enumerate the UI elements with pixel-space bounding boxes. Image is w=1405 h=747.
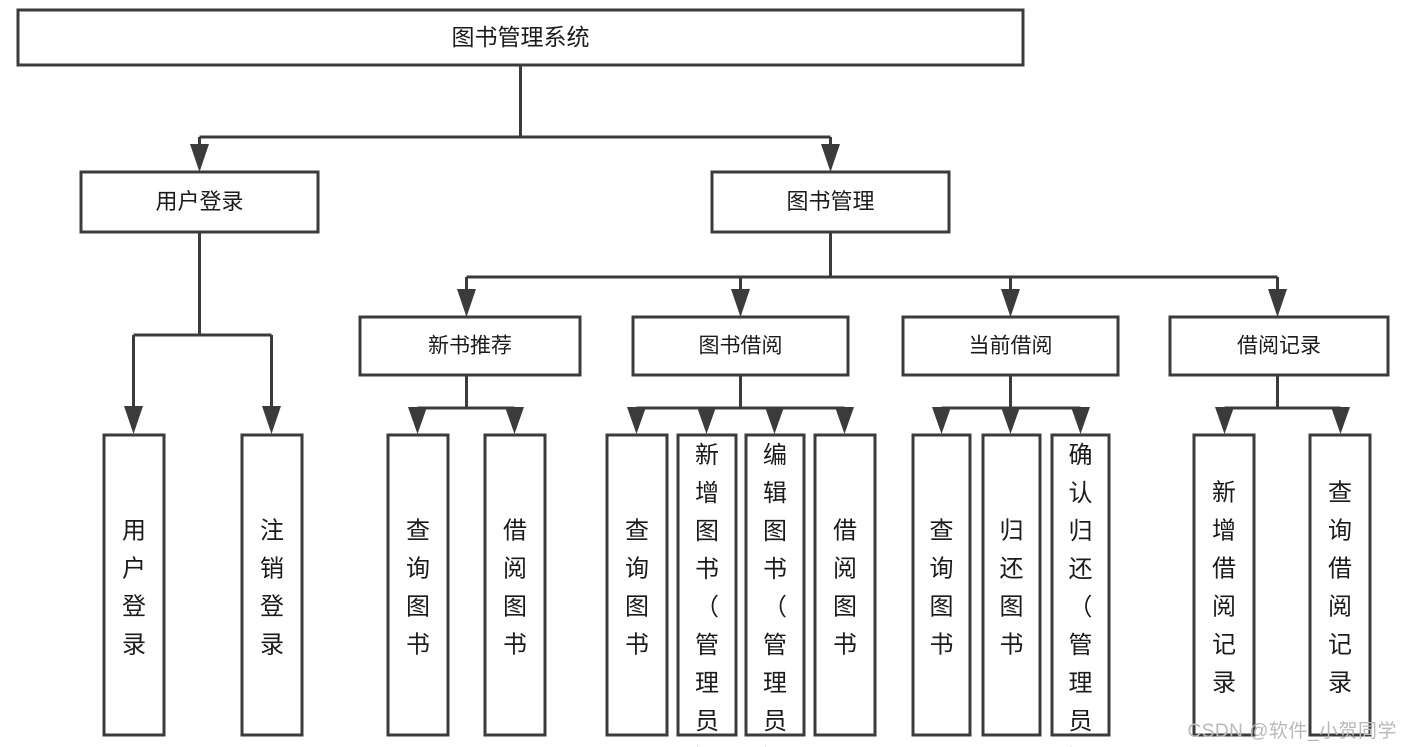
leaf-borrow-book-rec-box[interactable] xyxy=(483,433,547,737)
arrow-icon-leaf-query-book-cur xyxy=(932,407,951,434)
leaf-user-login-label: 用户登录 xyxy=(122,518,146,659)
leaf-edit-book-admin-label: 编辑图书（管理员） xyxy=(763,442,787,747)
arrow-icon-leaf-logout-login xyxy=(262,406,281,434)
leaf-borrow-book-bor-box[interactable] xyxy=(813,433,877,737)
arrow-icon-leaf-borrow-book-rec xyxy=(505,407,524,434)
leaf-return-book-box[interactable] xyxy=(981,433,1042,737)
arrow-icon-leaf-edit-book-admin xyxy=(765,407,784,434)
arrow-icon-user-login xyxy=(190,144,209,172)
connector-current-borrow-to-leaves xyxy=(932,375,1090,434)
arrow-icon-leaf-return-book xyxy=(1001,407,1020,434)
leaf-query-book-bor-label: 查询图书 xyxy=(625,518,649,659)
leaf-confirm-return-label: 确认归还（管理员） xyxy=(1069,442,1093,747)
node-book-manage-box[interactable] xyxy=(710,170,951,234)
leaf-edit-book-admin-box[interactable] xyxy=(744,433,806,737)
node-new-book-rec[interactable]: 新书推荐 xyxy=(358,315,582,377)
node-current-borrow-label: 当前借阅 xyxy=(969,335,1053,358)
leaf-query-book-rec-label: 查询图书 xyxy=(406,518,430,659)
node-root-box[interactable] xyxy=(16,8,1025,67)
leaf-query-book-rec-box[interactable] xyxy=(386,433,450,737)
leaf-borrow-book-bor-label: 借阅图书 xyxy=(833,518,857,659)
leaf-borrow-book-bor[interactable]: 借阅图书 xyxy=(813,433,877,737)
arrow-icon-borrow-record xyxy=(1268,289,1287,317)
leaf-add-book-admin-box[interactable] xyxy=(676,433,738,737)
connector-new-book-rec-to-leaves xyxy=(408,375,524,434)
leaf-query-borrow-rec-box[interactable] xyxy=(1308,433,1372,737)
leaf-query-borrow-rec[interactable]: 查询借阅记录 xyxy=(1308,433,1372,737)
connector-user-login-to-leaves xyxy=(124,232,281,434)
node-borrow-record-box[interactable] xyxy=(1168,315,1390,377)
leaf-query-book-bor[interactable]: 查询图书 xyxy=(605,433,669,737)
leaf-logout-login-box[interactable] xyxy=(240,433,304,737)
arrow-icon-book-borrow xyxy=(731,289,750,317)
leaf-query-book-rec[interactable]: 查询图书 xyxy=(386,433,450,737)
connector-book-borrow-to-leaves xyxy=(627,375,854,434)
leaf-add-book-admin-label: 新增图书（管理员） xyxy=(695,442,719,747)
node-borrow-record[interactable]: 借阅记录 xyxy=(1168,315,1390,377)
connector-book-manage-to-level2 xyxy=(457,232,1287,317)
connector-borrow-record-to-leaves xyxy=(1215,375,1350,434)
arrow-icon-current-borrow xyxy=(1001,289,1020,317)
leaf-logout-login[interactable]: 注销登录 xyxy=(240,433,304,737)
node-borrow-record-label: 借阅记录 xyxy=(1237,335,1321,358)
node-book-borrow-label: 图书借阅 xyxy=(699,335,783,358)
node-user-login-box[interactable] xyxy=(79,170,320,234)
arrow-icon-book-manage xyxy=(821,144,840,172)
arrow-icon-leaf-add-borrow-record xyxy=(1215,407,1234,434)
node-book-borrow[interactable]: 图书借阅 xyxy=(631,315,850,377)
node-user-login-label: 用户登录 xyxy=(155,189,243,214)
leaf-query-book-bor-box[interactable] xyxy=(605,433,669,737)
node-new-book-rec-label: 新书推荐 xyxy=(428,335,512,358)
arrow-icon-leaf-borrow-book-bor xyxy=(835,407,854,434)
leaf-user-login[interactable]: 用户登录 xyxy=(102,433,166,737)
node-book-manage[interactable]: 图书管理 xyxy=(710,170,951,234)
leaf-query-book-cur-label: 查询图书 xyxy=(930,518,954,659)
leaf-query-book-cur-box[interactable] xyxy=(911,433,972,737)
leaf-add-borrow-record-label: 新增借阅记录 xyxy=(1212,480,1236,697)
node-root-label: 图书管理系统 xyxy=(452,24,590,50)
leaf-return-book-label: 归还图书 xyxy=(1000,518,1024,659)
leaf-add-book-admin[interactable]: 新增图书（管理员） xyxy=(676,433,738,747)
node-user-login[interactable]: 用户登录 xyxy=(79,170,320,234)
leaf-add-borrow-record[interactable]: 新增借阅记录 xyxy=(1192,433,1256,737)
leaf-add-borrow-record-box[interactable] xyxy=(1192,433,1256,737)
node-current-borrow-box[interactable] xyxy=(901,315,1120,377)
leaf-logout-login-label: 注销登录 xyxy=(260,518,284,659)
node-book-borrow-box[interactable] xyxy=(631,315,850,377)
arrow-icon-leaf-confirm-return xyxy=(1071,407,1090,434)
leaf-confirm-return[interactable]: 确认归还（管理员） xyxy=(1050,433,1111,747)
leaf-query-borrow-rec-label: 查询借阅记录 xyxy=(1328,480,1352,697)
leaf-confirm-return-box[interactable] xyxy=(1050,433,1111,737)
leaf-borrow-book-rec-label: 借阅图书 xyxy=(503,518,527,659)
node-current-borrow[interactable]: 当前借阅 xyxy=(901,315,1120,377)
node-root-system[interactable]: 图书管理系统 xyxy=(16,8,1025,67)
node-new-book-rec-box[interactable] xyxy=(358,315,582,377)
arrow-icon-leaf-query-borrow-rec xyxy=(1331,407,1350,434)
leaf-query-book-cur[interactable]: 查询图书 xyxy=(911,433,972,737)
leaf-borrow-book-rec[interactable]: 借阅图书 xyxy=(483,433,547,737)
arrow-icon-leaf-add-book-admin xyxy=(697,407,716,434)
leaf-user-login-box[interactable] xyxy=(102,433,166,737)
leaf-return-book[interactable]: 归还图书 xyxy=(981,433,1042,737)
node-book-manage-label: 图书管理 xyxy=(786,189,874,214)
arrow-icon-leaf-query-book-bor xyxy=(627,407,646,434)
arrow-icon-new-book-rec xyxy=(457,289,476,317)
leaf-edit-book-admin[interactable]: 编辑图书（管理员） xyxy=(744,433,806,747)
connector-root-to-level1 xyxy=(190,65,840,172)
arrow-icon-leaf-query-book-rec xyxy=(408,407,427,434)
arrow-icon-leaf-user-login xyxy=(124,406,143,434)
